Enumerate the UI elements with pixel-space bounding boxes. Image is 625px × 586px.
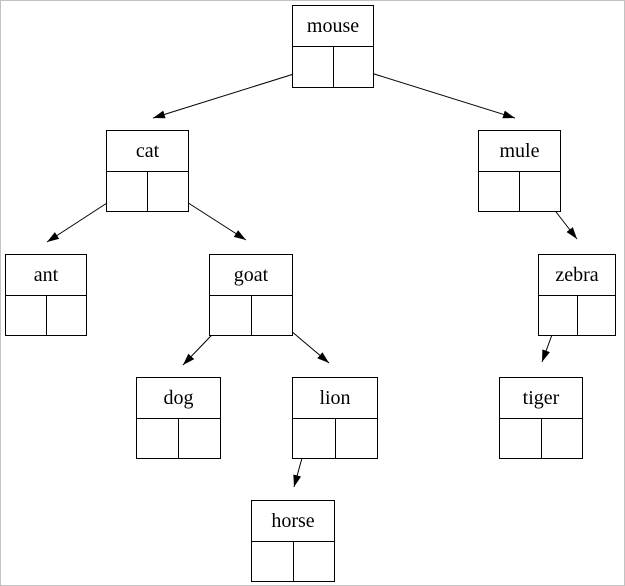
tree-node-mule: mule <box>478 130 561 212</box>
right-pointer-cell <box>336 419 378 458</box>
tree-node-lion: lion <box>292 377 378 459</box>
node-label-ant: ant <box>6 255 86 296</box>
node-label-dog: dog <box>137 378 220 419</box>
pointer-cells-cat <box>107 172 188 211</box>
right-pointer-cell <box>148 172 188 211</box>
pointer-cells-zebra <box>539 296 615 335</box>
right-pointer-cell <box>520 172 560 211</box>
left-pointer-cell <box>479 172 520 211</box>
tree-node-zebra: zebra <box>538 254 616 336</box>
edge-mouse-cat <box>152 67 314 119</box>
left-pointer-cell <box>293 419 336 458</box>
left-pointer-cell <box>107 172 148 211</box>
right-pointer-cell <box>294 542 335 581</box>
left-pointer-cell <box>6 296 47 335</box>
left-pointer-cell <box>293 47 334 87</box>
tree-node-ant: ant <box>5 254 87 336</box>
pointer-cells-mouse <box>293 47 373 87</box>
node-label-tiger: tiger <box>500 378 582 419</box>
left-pointer-cell <box>539 296 578 335</box>
node-label-horse: horse <box>252 501 334 542</box>
right-pointer-cell <box>578 296 616 335</box>
pointer-cells-lion <box>293 419 377 458</box>
pointer-cells-ant <box>6 296 86 335</box>
tree-node-goat: goat <box>209 254 293 336</box>
right-pointer-cell <box>47 296 87 335</box>
left-pointer-cell <box>137 419 179 458</box>
right-pointer-cell <box>542 419 583 458</box>
right-pointer-cell <box>252 296 293 335</box>
tree-node-cat: cat <box>106 130 189 212</box>
pointer-cells-goat <box>210 296 292 335</box>
tree-node-tiger: tiger <box>499 377 583 459</box>
node-label-cat: cat <box>107 131 188 172</box>
node-label-zebra: zebra <box>539 255 615 296</box>
node-label-mouse: mouse <box>293 6 373 47</box>
node-label-lion: lion <box>293 378 377 419</box>
node-label-goat: goat <box>210 255 292 296</box>
tree-node-mouse: mouse <box>292 5 374 88</box>
node-label-mule: mule <box>479 131 560 172</box>
edge-mouse-mule <box>354 67 516 119</box>
pointer-cells-horse <box>252 542 334 581</box>
right-pointer-cell <box>179 419 220 458</box>
pointer-cells-dog <box>137 419 220 458</box>
left-pointer-cell <box>252 542 294 581</box>
right-pointer-cell <box>334 47 374 87</box>
left-pointer-cell <box>500 419 542 458</box>
left-pointer-cell <box>210 296 252 335</box>
pointer-cells-mule <box>479 172 560 211</box>
tree-node-dog: dog <box>136 377 221 459</box>
tree-node-horse: horse <box>251 500 335 582</box>
pointer-cells-tiger <box>500 419 582 458</box>
